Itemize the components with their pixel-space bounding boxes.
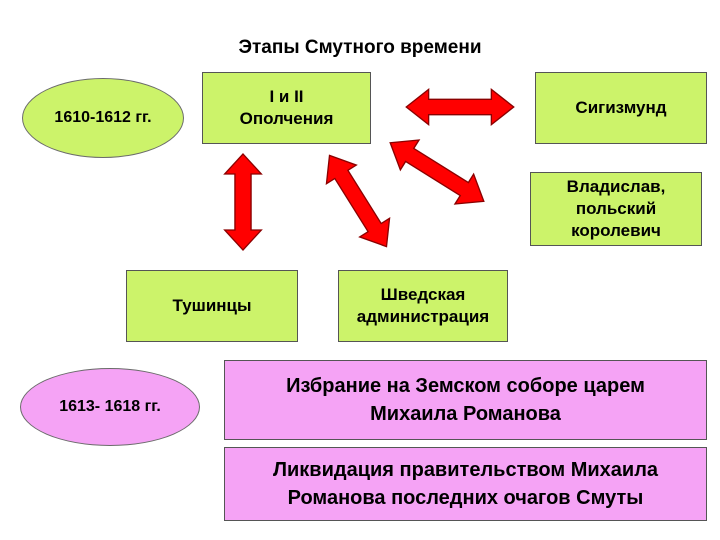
sigismund-box: Сигизмунд bbox=[535, 72, 707, 144]
period-1610-1612-label: 1610-1612 гг. bbox=[54, 109, 152, 126]
militia-line-2: Ополчения bbox=[239, 109, 334, 128]
tushino-label: Тушинцы bbox=[172, 296, 252, 315]
period-1610-1612-ellipse: 1610-1612 гг. bbox=[22, 78, 184, 158]
liquidation-box: Ликвидация правительством Михаила Романо… bbox=[224, 447, 707, 521]
militia-line-1: I и II bbox=[269, 87, 304, 106]
liquidation-line-1: Ликвидация правительством Михаила bbox=[272, 459, 659, 481]
vladislav-line-1: Владислав, bbox=[566, 177, 666, 196]
election-line-1: Избрание на Земском соборе царем bbox=[286, 375, 645, 397]
vladislav-line-2: польский bbox=[575, 199, 657, 218]
swedish-line-2: администрация bbox=[356, 307, 490, 326]
sigismund-label: Сигизмунд bbox=[575, 98, 667, 117]
arrow-militia-tushino bbox=[223, 153, 263, 251]
swedish-administration-box: Шведская администрация bbox=[338, 270, 508, 342]
election-box: Избрание на Земском соборе царем Михаила… bbox=[224, 360, 707, 440]
vladislav-box: Владислав, польский королевич bbox=[530, 172, 702, 246]
arrow-militia-swedish bbox=[313, 145, 403, 257]
period-1613-1618-label: 1613- 1618 гг. bbox=[59, 398, 161, 415]
arrow-militia-sigismund bbox=[405, 88, 515, 126]
period-1613-1618-ellipse: 1613- 1618 гг. bbox=[20, 368, 200, 446]
liquidation-line-2: Романова последних очагов Смуты bbox=[287, 487, 644, 509]
election-line-2: Михаила Романова bbox=[370, 403, 561, 425]
vladislav-line-3: королевич bbox=[571, 221, 661, 240]
arrow-militia-vladislav bbox=[380, 127, 494, 217]
diagram-title: Этапы Смутного времени bbox=[238, 37, 482, 58]
swedish-line-1: Шведская bbox=[380, 285, 466, 304]
militia-box: I и II Ополчения bbox=[202, 72, 371, 144]
tushino-box: Тушинцы bbox=[126, 270, 298, 342]
